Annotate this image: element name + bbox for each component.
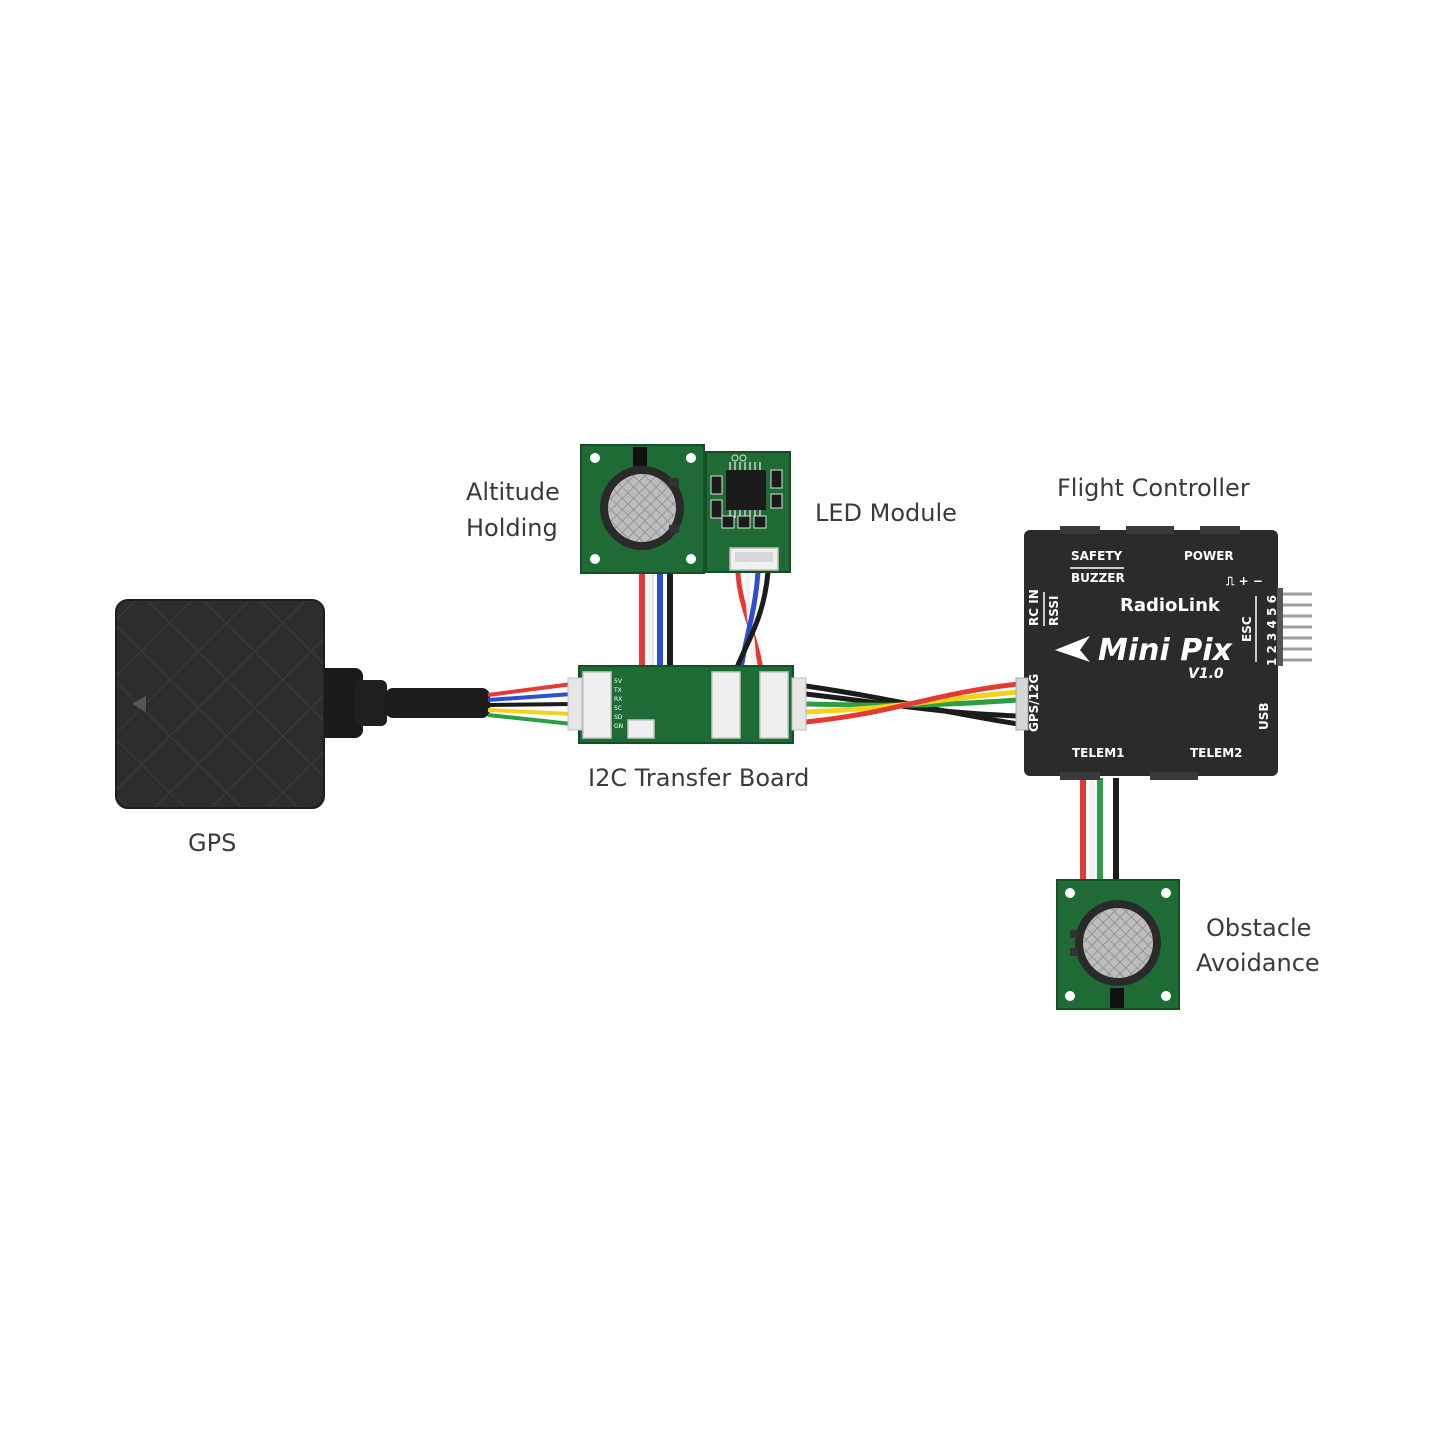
fc-power-label: POWER	[1184, 549, 1234, 563]
gps-arrow-icon	[132, 696, 146, 712]
gps-module	[115, 599, 325, 809]
fc-esc-channels: 1 2 3 4 5 6	[1265, 595, 1279, 666]
fc-model-name: Mini Pix	[1098, 633, 1233, 668]
flight-controller-label: Flight Controller	[1057, 474, 1250, 502]
fc-gps-port-label: GPS/12G	[1027, 674, 1041, 732]
fc-safety-label: SAFETY	[1071, 549, 1123, 563]
obstacle-label-line2: Avoidance	[1196, 949, 1320, 977]
flight-controller: SAFETY BUZZER POWER ⎍ + − RC IN RSSI Rad…	[1015, 526, 1312, 780]
led-module-label: LED Module	[815, 499, 957, 527]
fc-rc-in-label: RC IN	[1027, 589, 1041, 626]
altitude-label-line1: Altitude	[466, 478, 560, 506]
fc-rssi-label: RSSI	[1047, 596, 1061, 626]
radiolink-arrow-icon	[1055, 636, 1090, 662]
i2c-pin-labels: 5V TX RX SC SD GN	[613, 678, 623, 730]
fc-esc-label: ESC	[1240, 616, 1254, 642]
pin-label: SC	[614, 705, 622, 712]
fc-power-symbols: ⎍ + −	[1225, 574, 1263, 588]
fc-buzzer-label: BUZZER	[1071, 571, 1125, 585]
i2c-board-label: I2C Transfer Board	[588, 764, 809, 792]
i2c-transfer-board: 5V TX RX SC SD GN	[567, 665, 807, 744]
fc-telem1-label: TELEM1	[1072, 746, 1125, 760]
fc-version: V1.0	[1188, 666, 1224, 682]
pin-label: 5V	[614, 678, 623, 685]
i2c-to-fc-cable	[805, 681, 1019, 727]
obstacle-sensor-cable	[1080, 778, 1119, 880]
pin-label: RX	[614, 696, 622, 703]
led-module	[705, 451, 791, 573]
fc-usb-label: USB	[1257, 702, 1271, 730]
gps-cable	[318, 668, 573, 738]
pin-label: TX	[613, 687, 622, 694]
altitude-sensor	[580, 444, 705, 574]
pin-label: SD	[614, 714, 623, 721]
pin-label: GN	[614, 723, 623, 730]
gps-label: GPS	[188, 829, 236, 857]
fc-brand-logo: RadioLink	[1120, 595, 1221, 616]
fc-telem2-label: TELEM2	[1190, 746, 1243, 760]
obstacle-label-line1: Obstacle	[1206, 914, 1311, 942]
obstacle-sensor	[1056, 879, 1180, 1010]
altitude-label-line2: Holding	[466, 514, 558, 542]
